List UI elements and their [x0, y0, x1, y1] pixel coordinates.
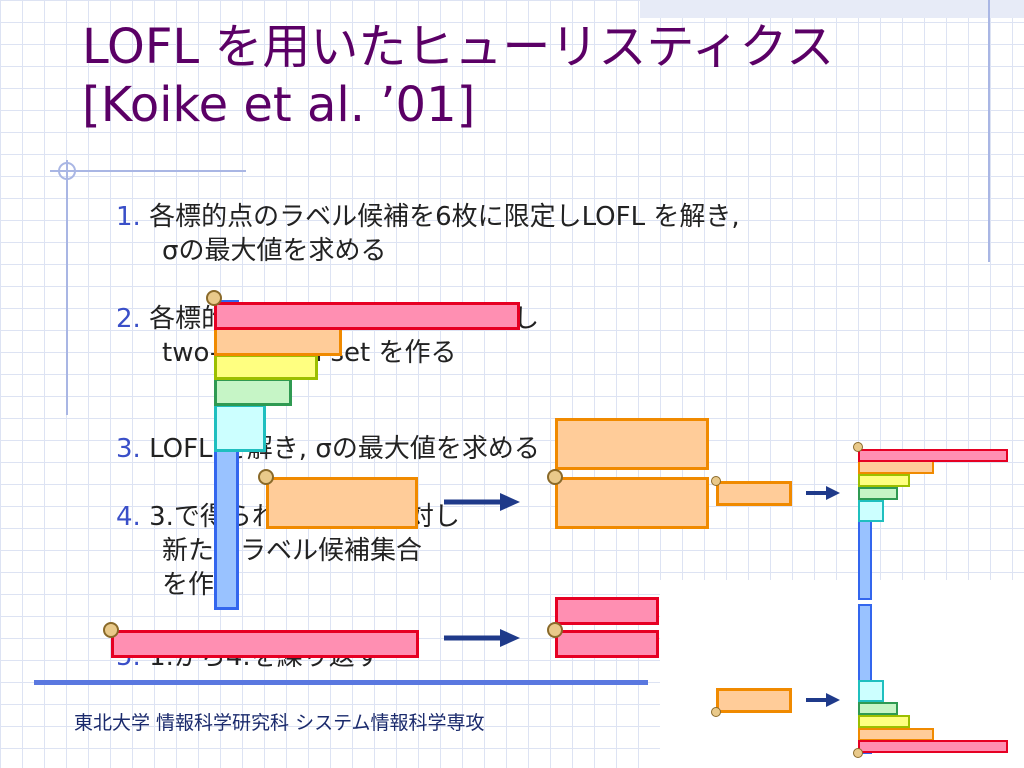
label-candidate-yellow-small: [858, 474, 910, 487]
label-orange-small: [716, 688, 792, 713]
label-candidate-pink-small: [858, 740, 1008, 753]
list-item-1: 1. 各標的点のラベル候補を6枚に限定しLOFL を解き, σの最大値を求める: [116, 200, 740, 268]
label-orange-top: [555, 418, 709, 470]
label-orange-small: [716, 481, 792, 506]
label-candidate-pink: [214, 302, 520, 330]
guide-line-vertical-left: [66, 160, 68, 415]
label-candidate-green-small: [858, 702, 898, 715]
title-line-2: [Koike et al. ’01]: [82, 77, 476, 133]
item-number: 4.: [116, 502, 141, 532]
top-band: [640, 0, 1024, 18]
label-candidate-orange-small: [858, 460, 934, 474]
item-text: LOFL を解き, σの最大値を求める: [149, 434, 540, 464]
label-candidate-orange: [214, 326, 342, 356]
label-candidate-cyan: [214, 404, 266, 452]
point-marker: [258, 469, 274, 485]
guide-line-horizontal: [50, 170, 246, 172]
label-orange-middle: [266, 477, 418, 529]
label-pink-bottom: [555, 630, 659, 658]
item-number: 1.: [116, 202, 141, 232]
point-marker: [206, 290, 222, 306]
label-pink-long: [111, 630, 419, 658]
arrow-right-icon: [444, 491, 520, 517]
slide-title: LOFL を用いたヒューリスティクス [Koike et al. ’01]: [82, 18, 834, 134]
title-line-1: LOFL を用いたヒューリスティクス: [82, 19, 835, 75]
label-candidate-green-small: [858, 487, 898, 500]
white-panel: [660, 580, 1024, 768]
label-candidate-cyan-small: [858, 500, 884, 522]
label-candidate-green: [214, 378, 292, 406]
crosshair-icon: [58, 162, 76, 180]
point-marker-small: [853, 442, 863, 452]
point-marker-small: [711, 707, 721, 717]
label-pink-top: [555, 597, 659, 625]
item-number: 2.: [116, 304, 141, 334]
label-candidate-cyan-small: [858, 680, 884, 702]
footer-bar: [34, 680, 648, 685]
point-marker: [547, 622, 563, 638]
point-marker: [547, 469, 563, 485]
footer-affiliation: 東北大学 情報科学研究科 システム情報科学専攻: [74, 712, 485, 734]
item-text: 各標的点のラベル候補を6枚に限定しLOFL を解き,: [149, 202, 740, 232]
point-marker-small: [853, 748, 863, 758]
label-candidate-pink-small: [858, 449, 1008, 462]
arrow-right-icon: [806, 691, 840, 713]
item-text-cont: 新たにラベル候補集合: [162, 536, 423, 566]
arrow-right-icon: [444, 627, 520, 653]
label-candidate-yellow-small: [858, 715, 910, 728]
label-candidate-yellow: [214, 354, 318, 380]
point-marker: [103, 622, 119, 638]
item-text-cont: σの最大値を求める: [162, 236, 387, 266]
item-number: 3.: [116, 434, 141, 464]
arrow-right-icon: [806, 484, 840, 506]
point-marker-small: [711, 476, 721, 486]
label-orange-bottom: [555, 477, 709, 529]
guide-line-vertical-right: [988, 0, 990, 262]
list-item-3: 3. LOFL を解き, σの最大値を求める: [116, 432, 540, 466]
